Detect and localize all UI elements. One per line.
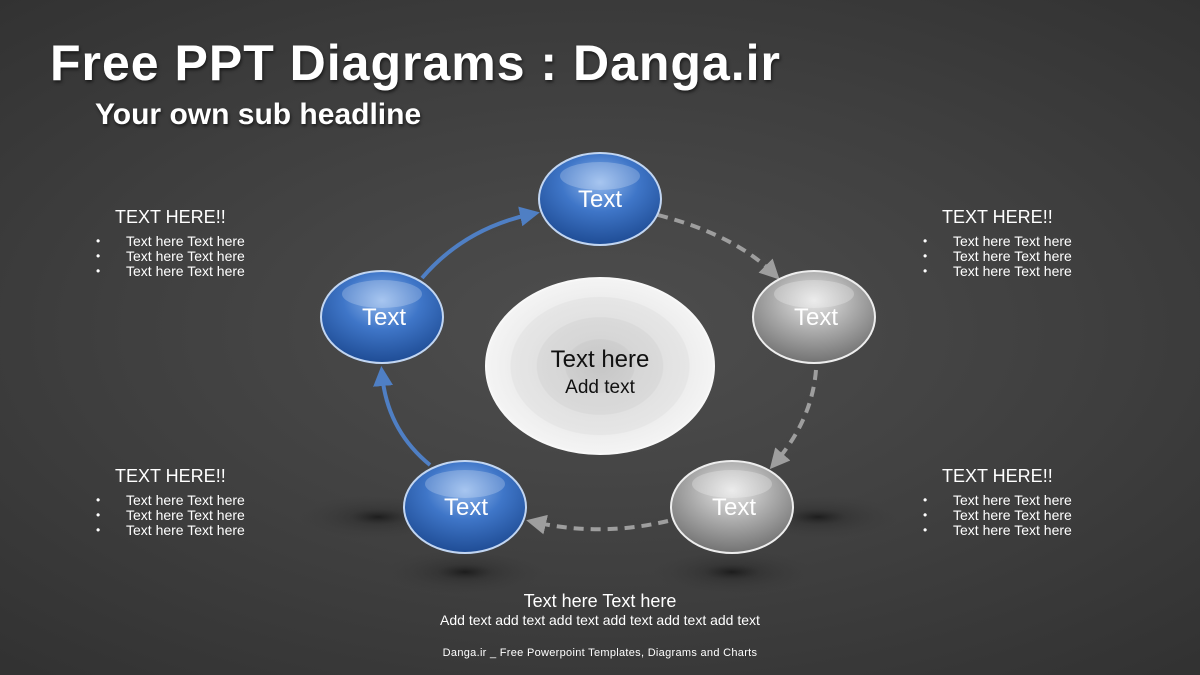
bullet-list: Text here Text here Text here Text here …: [923, 493, 1163, 539]
connector-arrow: [657, 213, 780, 280]
orb-highlight: [560, 162, 640, 190]
orb-highlight: [342, 280, 422, 308]
text-block-heading: TEXT HERE!!: [942, 466, 1053, 486]
node-bottom-left[interactable]: Text: [403, 460, 527, 554]
node-bottom-left-label: Text: [444, 494, 488, 521]
node-top-label: Text: [578, 186, 622, 213]
node-right-orb[interactable]: [752, 270, 876, 364]
bottom-caption-subtitle: Add text add text add text add text add …: [440, 612, 760, 628]
text-block-heading: TEXT HERE!!: [115, 207, 226, 227]
orb-highlight: [692, 470, 772, 498]
text-block-top-left: TEXT HERE!! Text here Text here Text her…: [96, 207, 336, 279]
center-disc-shape: [485, 277, 715, 455]
slide-title: Free PPT Diagrams : Danga.ir: [50, 35, 782, 91]
floor-shadows: [298, 495, 898, 594]
orb-highlight: [425, 470, 505, 498]
floor-shadow: [652, 550, 812, 594]
bullet-item: Text here Text here: [96, 264, 336, 280]
bottom-caption-title: Text here Text here: [523, 591, 677, 611]
node-bottom-right-label: Text: [712, 494, 756, 521]
floor-shadow: [385, 550, 545, 594]
text-block-bottom-right: TEXT HERE!! Text here Text here Text her…: [923, 466, 1163, 538]
slide-subtitle: Your own sub headline: [95, 98, 422, 131]
node-bottom-left-orb[interactable]: [403, 460, 527, 554]
bullet-item: Text here Text here: [923, 234, 1163, 250]
node-left[interactable]: Text: [320, 270, 444, 364]
orb-highlight: [774, 280, 854, 308]
text-block-top-right: TEXT HERE!! Text here Text here Text her…: [923, 207, 1163, 279]
center-subtitle: Add text: [565, 377, 635, 398]
node-top[interactable]: Text: [538, 152, 662, 246]
bullet-list: Text here Text here Text here Text here …: [923, 234, 1163, 280]
node-left-label: Text: [362, 304, 406, 331]
text-block-heading: TEXT HERE!!: [942, 207, 1053, 227]
text-block-heading: TEXT HERE!!: [115, 466, 226, 486]
connector-arrow: [373, 366, 432, 467]
bullet-item: Text here Text here: [96, 234, 336, 250]
node-right[interactable]: Text: [752, 270, 876, 364]
node-top-orb[interactable]: [538, 152, 662, 246]
bullet-item: Text here Text here: [96, 523, 336, 539]
bullet-item: Text here Text here: [96, 508, 336, 524]
connector-arrow: [526, 514, 669, 535]
bullet-item: Text here Text here: [923, 493, 1163, 509]
center-disc: Text here Add text: [485, 277, 715, 455]
node-bottom-right-orb[interactable]: [670, 460, 794, 554]
bullet-item: Text here Text here: [923, 249, 1163, 265]
footer-credit: Danga.ir _ Free Powerpoint Templates, Di…: [442, 647, 758, 659]
bullet-list: Text here Text here Text here Text here …: [96, 234, 336, 280]
text-block-bottom-left: TEXT HERE!! Text here Text here Text her…: [96, 466, 336, 538]
bullet-list: Text here Text here Text here Text here …: [96, 493, 336, 539]
node-left-orb[interactable]: [320, 270, 444, 364]
connector-arrow: [769, 369, 818, 470]
bullet-item: Text here Text here: [923, 264, 1163, 280]
bullet-item: Text here Text here: [923, 523, 1163, 539]
center-title: Text here: [551, 346, 650, 373]
connectors: [373, 206, 818, 535]
bullet-item: Text here Text here: [96, 249, 336, 265]
bullet-item: Text here Text here: [923, 508, 1163, 524]
node-bottom-right[interactable]: Text: [670, 460, 794, 554]
bullet-item: Text here Text here: [96, 493, 336, 509]
connector-arrow: [420, 206, 540, 280]
node-right-label: Text: [794, 304, 838, 331]
